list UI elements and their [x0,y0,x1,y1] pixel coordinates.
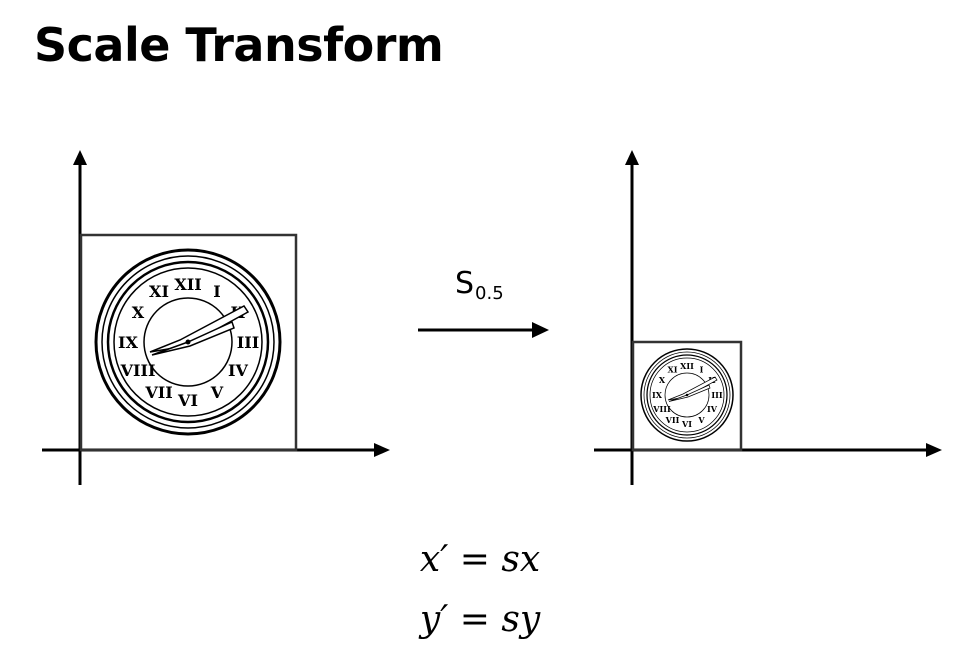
scaled-clock-icon [640,348,734,442]
operator-symbol: S [455,266,475,301]
transform-arrow [418,322,549,338]
original-box [79,233,298,452]
equation-y: y′ = sy [419,599,541,640]
original-clock-icon [94,248,282,436]
scaled-box [631,340,743,452]
scaled-axes [594,150,942,485]
slide-title: Scale Transform [34,18,444,72]
equation-x: x′ = sx [419,539,541,580]
operator-subscript: 0.5 [475,283,504,304]
scale-operator-label: S0.5 [455,264,504,314]
